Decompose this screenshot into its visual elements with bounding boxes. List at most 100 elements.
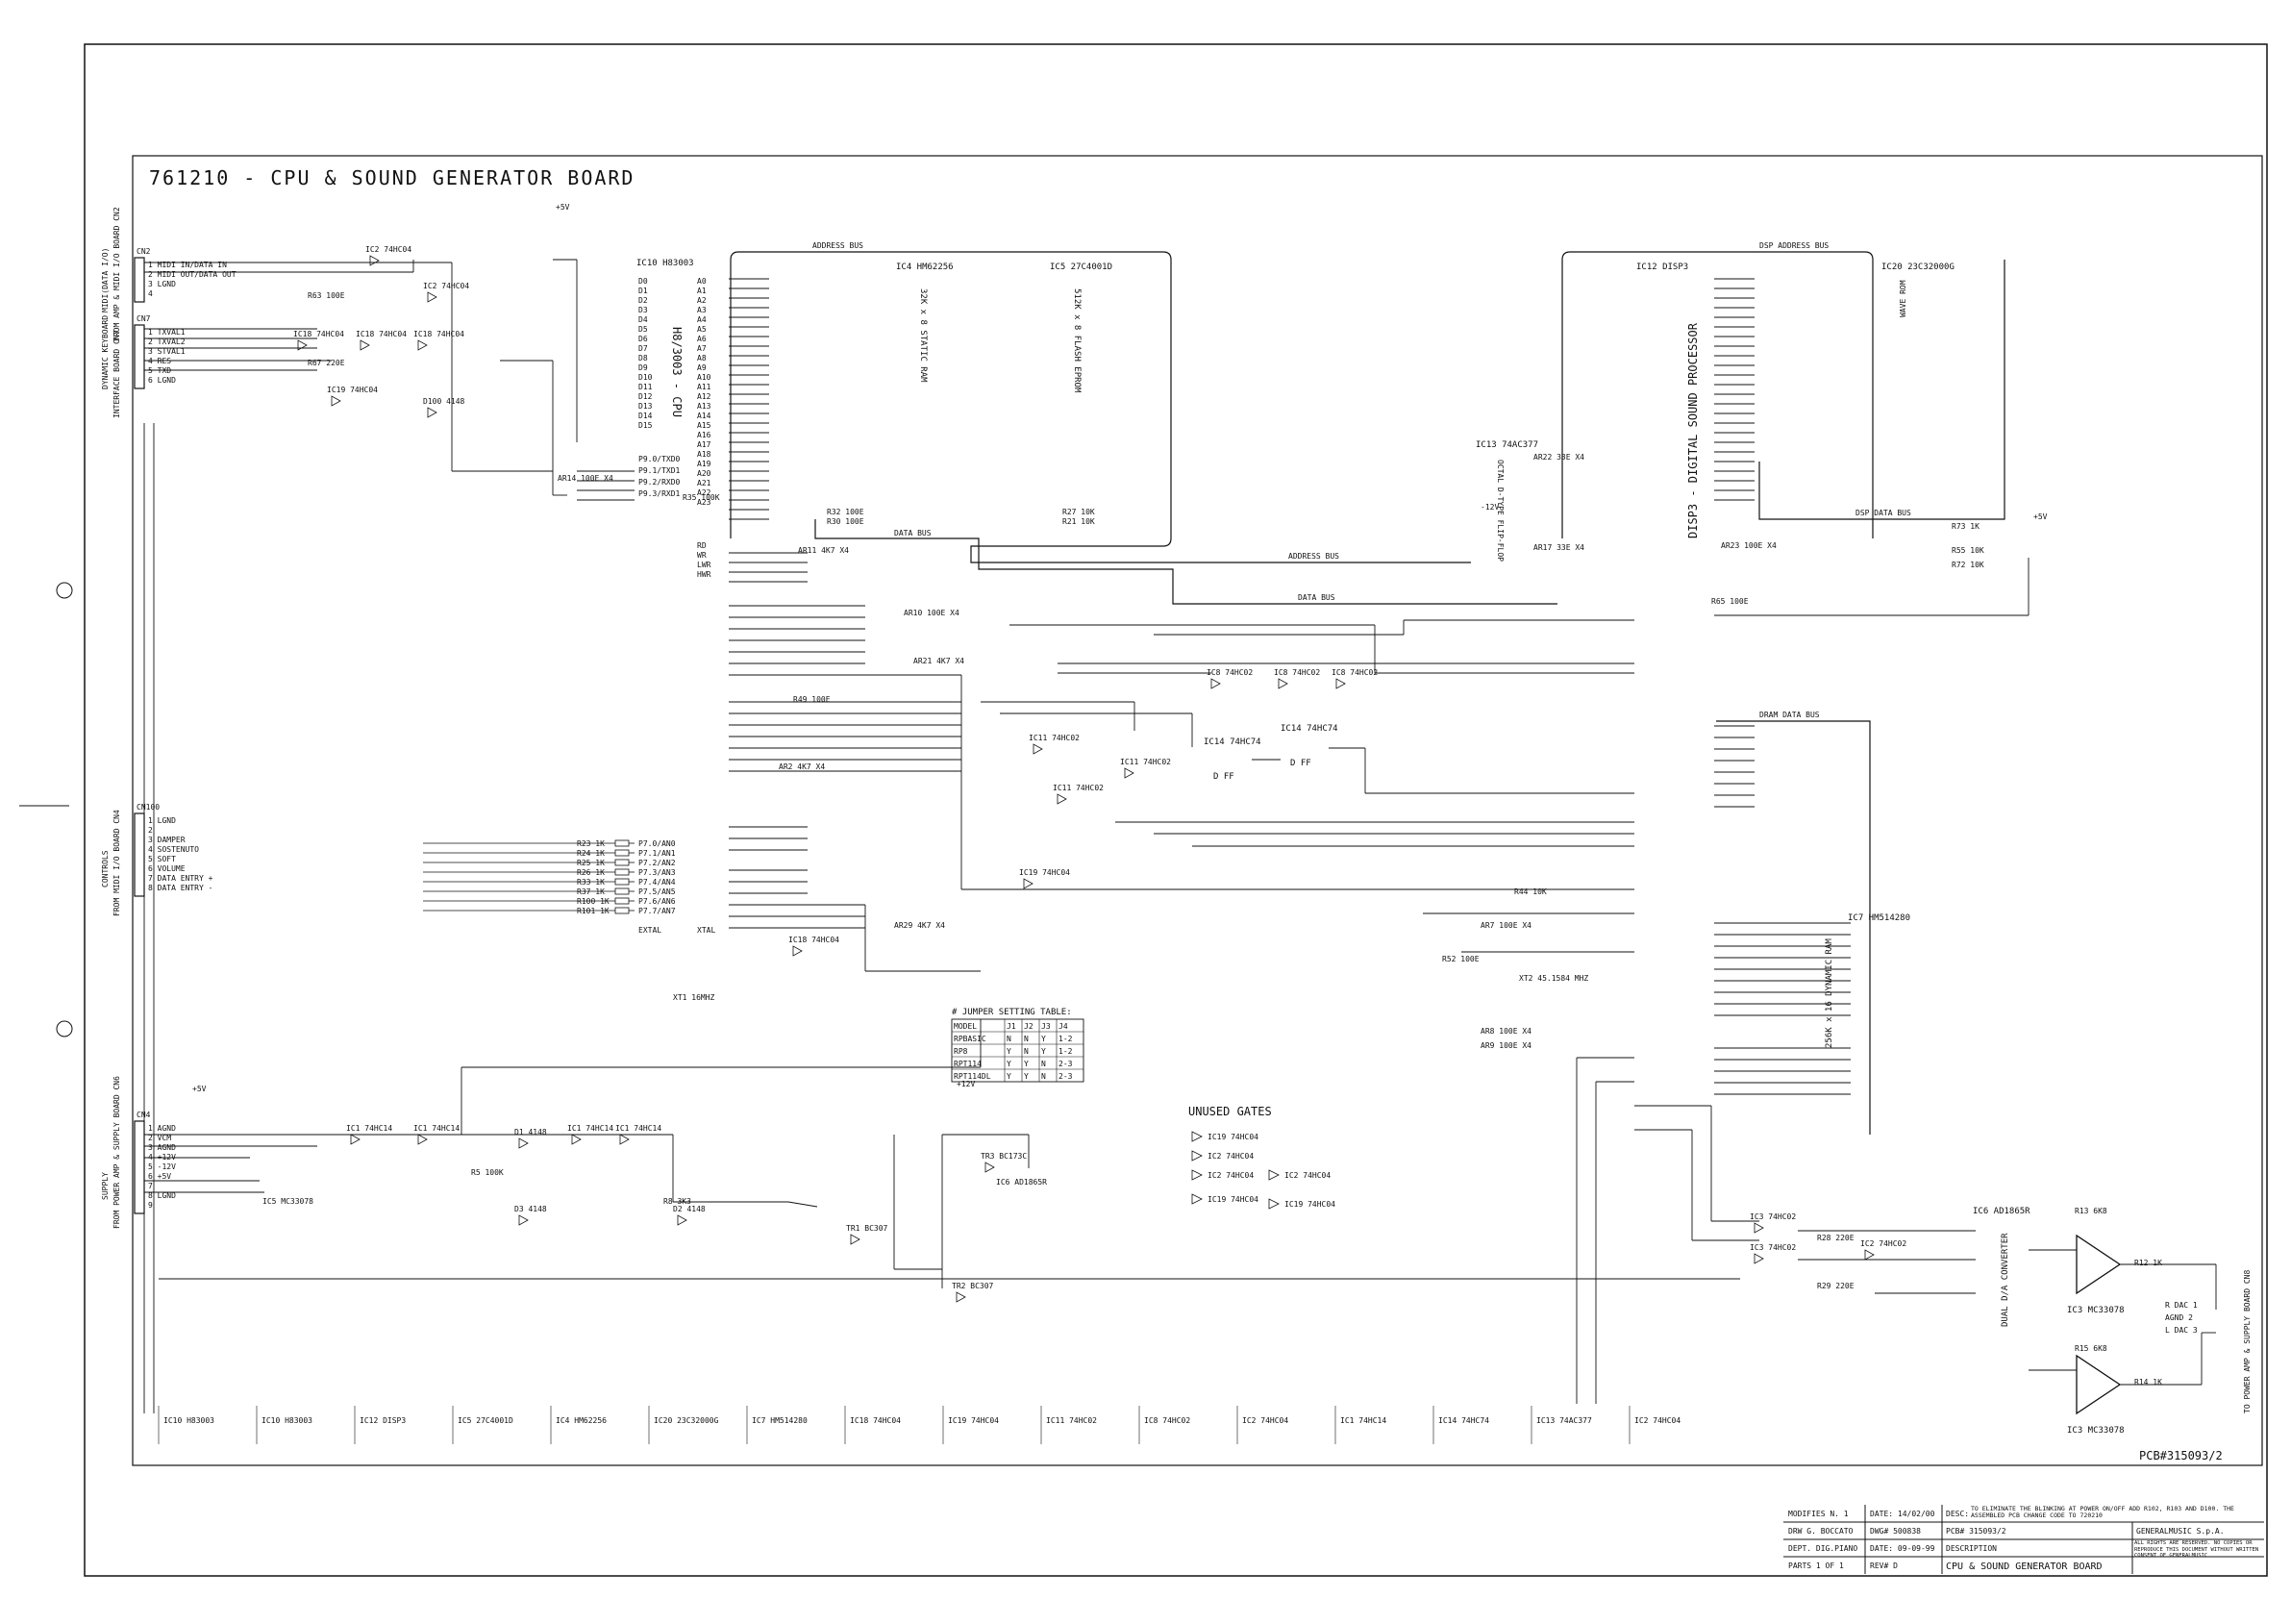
gate-symbol — [427, 407, 437, 418]
gate-label: TR1 BC307 — [846, 1224, 888, 1233]
jumper-table-cell: Y — [1024, 1060, 1029, 1068]
jumper-table-cell: N — [1041, 1072, 1046, 1081]
control-pin: P7.1/AN1 — [638, 849, 676, 858]
control-resistor: R26 1K — [577, 868, 605, 877]
resistor-symbol — [614, 907, 630, 914]
resistor-label: R8 3K3 — [663, 1197, 691, 1206]
cn7-ref: CN7 — [137, 314, 151, 323]
svg-text:A11: A11 — [697, 383, 711, 391]
gate-symbol — [677, 1214, 687, 1226]
gate-symbol — [1210, 678, 1221, 689]
ic3a-ref: IC3 MC33078 — [2067, 1306, 2125, 1315]
resistor-label: R44 10K — [1514, 887, 1547, 896]
gate-symbol — [427, 291, 437, 303]
dsp-data-bus-label: DSP DATA BUS — [1855, 509, 1911, 517]
cn8-side-label: TO POWER AMP & SUPPLY BOARD CN8 — [2243, 1270, 2252, 1413]
jumper-table-cell: 2-3 — [1058, 1060, 1073, 1068]
resistor-symbol — [614, 849, 630, 857]
tb-rights: ALL RIGHTS ARE RESERVED. NO COPIES OR RE… — [2134, 1540, 2259, 1559]
svg-text:D9: D9 — [638, 363, 648, 372]
cn8-pin: L DAC 3 — [2165, 1326, 2198, 1335]
tb-parts: PARTS 1 OF 1 — [1788, 1562, 1844, 1570]
crystal-label: XT1 16MHZ — [673, 993, 715, 1002]
gate-label: IC19 74HC04 — [1019, 868, 1070, 877]
resistor-label: R29 220E — [1817, 1282, 1855, 1290]
cn4-pin: 9 — [148, 1201, 153, 1210]
svg-text:A8: A8 — [697, 354, 707, 362]
crystal-label: XT2 45.1584 MHZ — [1519, 974, 1588, 983]
ic13-vertical: OCTAL D-TYPE FLIP-FLOP — [1496, 460, 1505, 562]
gate-symbol — [417, 1134, 428, 1145]
ic4-ref: IC4 HM62256 — [896, 262, 954, 272]
resistor-label: R73 1K — [1952, 522, 1980, 531]
tb-dept: DEPT. DIG.PIANO — [1788, 1544, 1857, 1553]
power-label: +12V — [957, 1080, 975, 1088]
address-bus-outline — [730, 251, 1471, 563]
unused-gate-symbol — [1191, 1169, 1203, 1181]
jumper-table-cell: 1-2 — [1058, 1035, 1073, 1043]
ic14b-ref: IC14 74HC74 — [1281, 724, 1338, 734]
control-pin: P7.2/AN2 — [638, 859, 676, 867]
gate-label: IC1 74HC14 — [567, 1124, 613, 1133]
gate-symbol — [1864, 1249, 1875, 1261]
power-label: -12V — [1481, 503, 1499, 512]
jumper-table-cell: RPBASIC — [954, 1035, 986, 1043]
cn2-side-label: MIDI(DATA I/O) — [101, 248, 110, 312]
decoupling-label: IC12 DISP3 — [360, 1416, 406, 1425]
ic14a-ref: IC14 74HC74 — [1204, 737, 1261, 747]
svg-text:A12: A12 — [697, 392, 711, 401]
gate-symbol — [1335, 678, 1346, 689]
jumper-table-cell: 2-3 — [1058, 1072, 1073, 1081]
jumper-table-cell: RPT114DL — [954, 1072, 991, 1081]
control-resistor: R101 1K — [577, 907, 610, 915]
gate-symbol — [571, 1134, 582, 1145]
resistor-label: R15 6K8 — [2075, 1344, 2107, 1353]
gate-label: D100 4148 — [423, 397, 465, 406]
tb-drw: DRW G. BOCCATO — [1788, 1527, 1854, 1536]
svg-text:WR: WR — [697, 551, 707, 560]
svg-text:A7: A7 — [697, 344, 707, 353]
resistor-label: AR9 100E X4 — [1481, 1041, 1531, 1050]
resistor-symbol — [614, 868, 630, 876]
ic7-vertical: 256K x 16 DYNAMIC RAM — [1825, 938, 1834, 1048]
svg-text:A17: A17 — [697, 440, 711, 449]
cn2-pin: 4 — [148, 289, 153, 298]
control-resistor: R37 1K — [577, 887, 605, 896]
cn2-pin: 2 MIDI OUT/DATA OUT — [148, 270, 237, 279]
decoupling-label: IC11 74HC02 — [1046, 1416, 1097, 1425]
ic6-vertical: DUAL D/A CONVERTER — [2001, 1233, 2010, 1327]
decoupling-row — [154, 1406, 1740, 1444]
ic3b-ref: IC3 MC33078 — [2067, 1426, 2125, 1436]
gate-label: IC18 74HC04 — [413, 330, 464, 338]
cn100-ref: CN100 — [137, 803, 160, 812]
cn2-pin: 3 LGND — [148, 280, 176, 288]
unused-gate-symbol — [1268, 1169, 1280, 1181]
dram-data-bus-outline — [1716, 720, 1871, 1135]
svg-text:D4: D4 — [638, 315, 648, 324]
svg-text:A3: A3 — [697, 306, 707, 314]
gate-label: IC2 74HC04 — [365, 245, 411, 254]
power-label: +5V — [556, 203, 570, 212]
resistor-label: R30 100E — [827, 517, 864, 526]
dsp-address-bus-label: DSP ADDRESS BUS — [1759, 241, 1829, 250]
resistor-label: AR11 4K7 X4 — [798, 546, 849, 555]
cn4-pin: 6 +5V — [148, 1172, 171, 1181]
svg-text:D5: D5 — [638, 325, 648, 334]
resistor-label: R55 10K — [1952, 546, 1984, 555]
unused-gate-symbol — [1191, 1150, 1203, 1162]
jumper-table-frame — [951, 1018, 1084, 1083]
sheet-title: 761210 - CPU & SOUND GENERATOR BOARD — [149, 166, 635, 189]
svg-text:A9: A9 — [697, 363, 707, 372]
resistor-label: AR14 100E X4 — [558, 474, 613, 483]
control-pin: P7.3/AN3 — [638, 868, 676, 877]
decoupling-label: IC2 74HC04 — [1634, 1416, 1681, 1425]
resistor-label: AR21 4K7 X4 — [913, 657, 964, 665]
ic12-vertical: DISP3 - DIGITAL SOUND PROCESSOR — [1686, 322, 1700, 538]
cn8-pin: AGND 2 — [2165, 1313, 2193, 1322]
unused-gate-symbol — [1191, 1131, 1203, 1142]
resistor-label: AR7 100E X4 — [1481, 921, 1531, 930]
